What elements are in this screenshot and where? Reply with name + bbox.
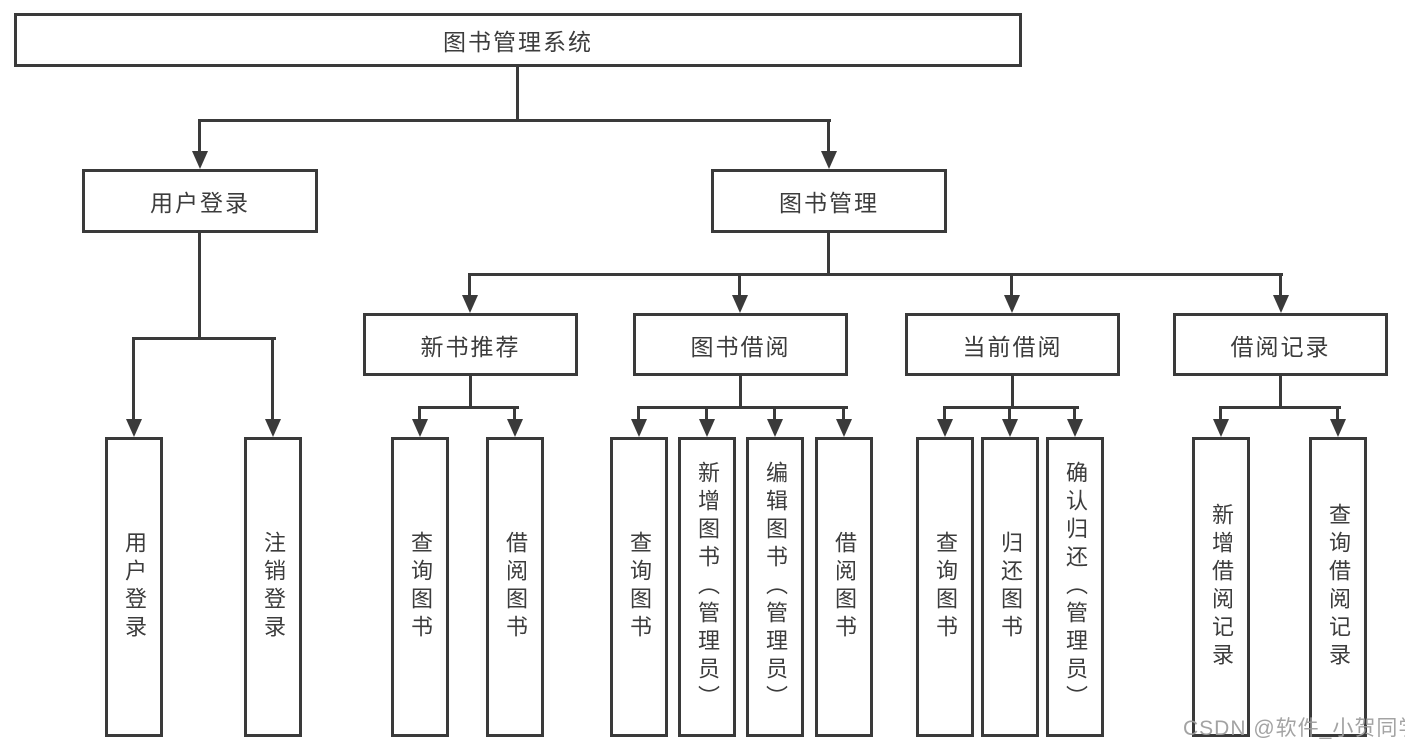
node-borrow-records-label: 借阅记录: [1230, 333, 1331, 360]
node-borrow-records: 借阅记录: [1173, 313, 1388, 376]
arrow-down-icon: [1002, 419, 1018, 437]
connector-currentborrow-drop1: [943, 406, 946, 421]
leaf-query-borrow-record-label: 查询借阅记录: [1326, 503, 1351, 671]
arrow-down-icon: [732, 295, 748, 313]
leaf-edit-books-admin: 编辑图书（管理员）: [746, 437, 804, 737]
connector-bookborrow-drop1: [637, 406, 640, 421]
connector-currentborrow-hline: [943, 406, 1079, 409]
arrow-down-icon: [412, 419, 428, 437]
leaf-borrow-books-recommend-label: 借阅图书: [503, 531, 528, 643]
connector-root-stem: [516, 66, 519, 122]
node-book-management: 图书管理: [711, 169, 947, 233]
leaf-edit-books-admin-label: 编辑图书（管理员）: [763, 461, 788, 713]
connector-records-drop2: [1336, 406, 1339, 421]
node-user-login: 用户登录: [82, 169, 318, 233]
leaf-query-books-current-label: 查询图书: [933, 531, 958, 643]
leaf-query-books-recommend: 查询图书: [391, 437, 449, 737]
arrow-down-icon: [462, 295, 478, 313]
leaf-add-books-admin-label: 新增图书（管理员）: [695, 461, 720, 713]
connector-bookmgmt-drop1: [468, 273, 471, 297]
connector-root-drop-left: [198, 119, 201, 153]
csdn-watermark: CSDN @软件_小贺同学: [1183, 717, 1405, 740]
connector-currentborrow-drop3: [1073, 406, 1076, 421]
connector-userlogin-drop2: [271, 337, 274, 421]
arrow-down-icon: [1273, 295, 1289, 313]
leaf-query-borrow-record: 查询借阅记录: [1309, 437, 1367, 737]
node-root: 图书管理系统: [14, 13, 1022, 67]
arrow-down-icon: [631, 419, 647, 437]
node-current-borrow-label: 当前借阅: [962, 333, 1063, 360]
leaf-add-books-admin: 新增图书（管理员）: [678, 437, 736, 737]
node-book-management-label: 图书管理: [779, 190, 879, 216]
leaf-user-login-label: 用户登录: [122, 531, 147, 643]
connector-newbook-hline: [418, 406, 519, 409]
leaf-logout-label: 注销登录: [261, 531, 286, 643]
arrow-down-icon: [937, 419, 953, 437]
connector-root-drop-right: [827, 119, 830, 153]
node-user-login-label: 用户登录: [150, 190, 250, 216]
connector-bookborrow-drop2: [705, 406, 708, 421]
connector-bookborrow-stem: [739, 376, 742, 409]
leaf-query-books-borrow: 查询图书: [610, 437, 668, 737]
node-book-borrow-label: 图书借阅: [690, 333, 791, 360]
arrow-down-icon: [1067, 419, 1083, 437]
connector-bookborrow-hline: [637, 406, 848, 409]
connector-bookmgmt-stem: [827, 233, 830, 276]
leaf-confirm-return-admin-label: 确认归还（管理员）: [1063, 461, 1088, 713]
arrow-down-icon: [767, 419, 783, 437]
arrow-down-icon: [836, 419, 852, 437]
leaf-borrow-books-recommend: 借阅图书: [486, 437, 544, 737]
connector-records-hline: [1219, 406, 1341, 409]
arrow-down-icon: [1004, 295, 1020, 313]
arrow-down-icon: [265, 419, 281, 437]
leaf-add-borrow-record: 新增借阅记录: [1192, 437, 1250, 737]
connector-newbook-drop2: [513, 406, 516, 421]
leaf-logout: 注销登录: [244, 437, 302, 737]
connector-bookmgmt-drop3: [1010, 273, 1013, 297]
arrow-down-icon: [507, 419, 523, 437]
connector-userlogin-stem: [198, 233, 201, 340]
node-new-book-recommend: 新书推荐: [363, 313, 578, 376]
leaf-confirm-return-admin: 确认归还（管理员）: [1046, 437, 1104, 737]
arrow-down-icon: [821, 151, 837, 169]
connector-records-stem: [1279, 376, 1282, 409]
connector-bookmgmt-drop4: [1279, 273, 1282, 297]
connector-currentborrow-drop2: [1008, 406, 1011, 421]
node-root-label: 图书管理系统: [443, 29, 593, 55]
arrow-down-icon: [192, 151, 208, 169]
leaf-user-login: 用户登录: [105, 437, 163, 737]
connector-newbook-drop1: [418, 406, 421, 421]
leaf-return-books: 归还图书: [981, 437, 1039, 737]
connector-userlogin-drop1: [132, 337, 135, 421]
connector-currentborrow-stem: [1011, 376, 1014, 409]
connector-userlogin-hline: [132, 337, 276, 340]
node-current-borrow: 当前借阅: [905, 313, 1120, 376]
connector-bookmgmt-hline: [469, 273, 1283, 276]
leaf-borrow-books: 借阅图书: [815, 437, 873, 737]
connector-records-drop1: [1219, 406, 1222, 421]
leaf-return-books-label: 归还图书: [998, 531, 1023, 643]
arrow-down-icon: [1330, 419, 1346, 437]
leaf-query-books-borrow-label: 查询图书: [627, 531, 652, 643]
connector-bookborrow-drop4: [842, 406, 845, 421]
arrow-down-icon: [699, 419, 715, 437]
leaf-borrow-books-label: 借阅图书: [832, 531, 857, 643]
connector-bookborrow-drop3: [773, 406, 776, 421]
connector-newbook-stem: [469, 376, 472, 409]
leaf-query-books-recommend-label: 查询图书: [408, 531, 433, 643]
connector-root-hline: [198, 119, 831, 122]
arrow-down-icon: [126, 419, 142, 437]
arrow-down-icon: [1213, 419, 1229, 437]
leaf-add-borrow-record-label: 新增借阅记录: [1209, 503, 1234, 671]
node-new-book-recommend-label: 新书推荐: [420, 333, 521, 360]
connector-bookmgmt-drop2: [738, 273, 741, 297]
node-book-borrow: 图书借阅: [633, 313, 848, 376]
leaf-query-books-current: 查询图书: [916, 437, 974, 737]
